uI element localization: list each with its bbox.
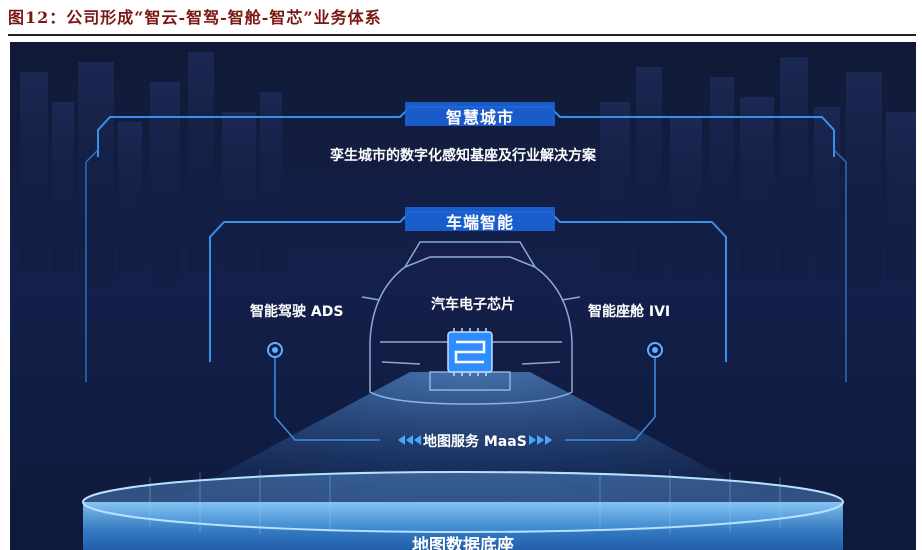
target-icon <box>267 342 283 358</box>
vehicle-title: 车端智能 <box>445 213 514 232</box>
figure-title: 图12：公司形成“智云-智驾-智舱-智芯”业务体系 <box>8 8 382 27</box>
smart-city-title: 智慧城市 <box>445 108 514 127</box>
vehicle-banner <box>405 207 555 231</box>
chip-label: 汽车电子芯片 <box>431 297 515 313</box>
title-divider <box>8 34 916 36</box>
ads-label: 智能驾驶 ADS <box>250 304 344 320</box>
map-data-base-label: 地图数据底座 <box>412 536 514 550</box>
city-skyline <box>20 52 916 282</box>
target-icon <box>647 342 663 358</box>
smart-city-banner <box>405 102 555 126</box>
light-beam <box>150 372 790 512</box>
ivi-label: 智能座舱 IVI <box>588 304 671 320</box>
map-data-base <box>82 470 844 550</box>
smart-city-subtitle: 孪生城市的数字化感知基座及行业解决方案 <box>330 148 596 164</box>
diagram-panel: 智慧城市 孪生城市的数字化感知基座及行业解决方案 车端智能 智能驾驶 ADS 智… <box>10 42 916 550</box>
maas-label: 地图服务 MaaS <box>423 434 527 450</box>
right-arrows-icon <box>529 435 552 445</box>
map-service-line <box>274 357 656 441</box>
chip-icon <box>447 328 493 376</box>
left-arrows-icon <box>398 435 421 445</box>
diagram-graphics <box>20 52 916 550</box>
